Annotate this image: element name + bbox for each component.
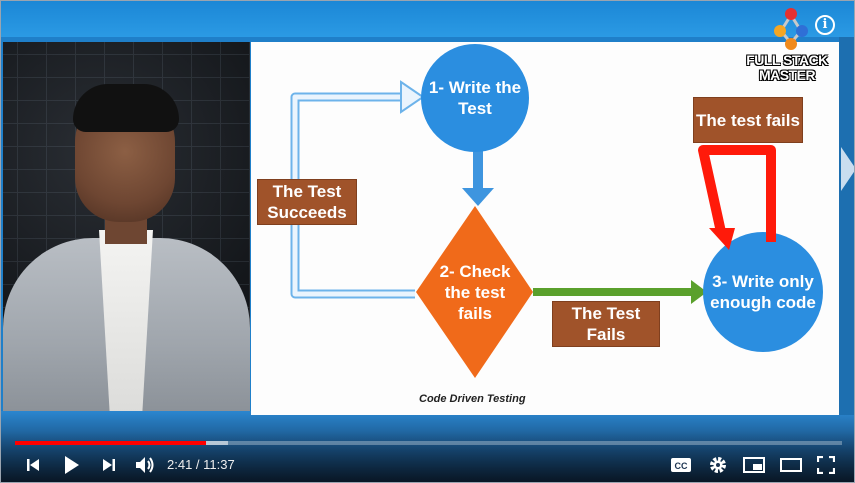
green-arrow-shaft bbox=[533, 288, 693, 296]
node-write-test-label: 1- Write the Test bbox=[428, 78, 522, 118]
presenter-shirt bbox=[99, 230, 153, 411]
progress-played bbox=[15, 441, 207, 445]
theater-mode-icon[interactable] bbox=[778, 453, 804, 477]
captions-icon[interactable]: CC bbox=[669, 453, 693, 477]
node-check-test-label: 2- Check the test fails bbox=[439, 261, 511, 323]
volume-icon[interactable] bbox=[133, 453, 157, 477]
flow-diagram bbox=[290, 44, 823, 378]
video-right-strip bbox=[839, 37, 854, 415]
presenter-webcam bbox=[3, 42, 250, 411]
channel-logo: FULL STACK MASTER bbox=[741, 5, 833, 85]
red-loop-arrow-head bbox=[709, 228, 735, 250]
label-test-succeeds: The Test Succeeds bbox=[257, 179, 357, 225]
play-icon[interactable] bbox=[59, 453, 83, 477]
node-write-test bbox=[421, 44, 529, 152]
channel-logo-text: FULL STACK MASTER bbox=[746, 52, 828, 83]
svg-text:CC: CC bbox=[675, 461, 688, 471]
settings-icon[interactable] bbox=[706, 453, 730, 477]
progress-bar[interactable] bbox=[15, 441, 842, 445]
slide-diagram: 1- Write the Test 2- Check the test fail… bbox=[251, 42, 839, 415]
skip-previous-icon[interactable] bbox=[23, 453, 43, 477]
green-arrow-head bbox=[691, 280, 707, 304]
down-arrow-shaft bbox=[473, 146, 483, 192]
miniplayer-icon[interactable] bbox=[741, 453, 767, 477]
slide-caption: Code Driven Testing bbox=[419, 393, 526, 405]
molecule-logo-icon bbox=[774, 8, 808, 50]
skip-next-icon[interactable] bbox=[99, 453, 119, 477]
presenter-hair bbox=[73, 84, 179, 132]
node-write-code bbox=[703, 232, 823, 352]
duration: 11:37 bbox=[203, 457, 235, 472]
label-test-fails-bottom: The Test Fails bbox=[552, 301, 660, 347]
current-time: 2:41 bbox=[167, 457, 193, 472]
node-write-code-label: 3- Write only enough code bbox=[710, 272, 816, 312]
time-display: 2:41 / 11:37 bbox=[167, 457, 235, 472]
info-icon[interactable]: i bbox=[815, 15, 835, 35]
label-test-fails-top: The test fails bbox=[693, 97, 803, 143]
loop-arrow-blue-head bbox=[400, 80, 425, 114]
video-top-band bbox=[1, 1, 854, 37]
triangle-decoration bbox=[841, 147, 854, 191]
time-separator: / bbox=[192, 457, 204, 472]
red-loop-arrow bbox=[698, 145, 776, 242]
node-check-test bbox=[416, 206, 533, 378]
fullscreen-icon[interactable] bbox=[815, 453, 837, 477]
player-controls bbox=[1, 431, 854, 482]
down-arrow-head bbox=[462, 188, 494, 206]
